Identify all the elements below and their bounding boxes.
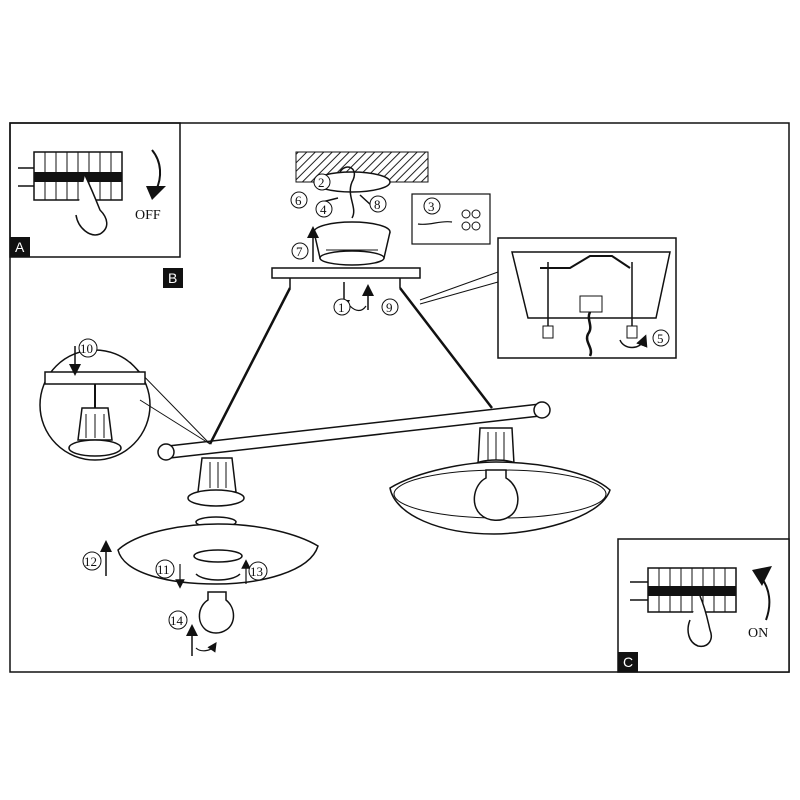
svg-text:4: 4: [320, 202, 327, 217]
svg-text:13: 13: [250, 564, 263, 579]
panel-c-label: C: [623, 654, 633, 670]
step-4: 4: [315, 200, 333, 218]
main-rod: [157, 401, 551, 461]
step-1: 1: [333, 298, 351, 316]
step-14: 14: [168, 610, 188, 630]
step-10: 10: [78, 338, 98, 358]
svg-text:3: 3: [428, 199, 435, 214]
lamp-left-exploded: [100, 457, 319, 656]
hand-icon: [75, 174, 108, 236]
detail-box-connection: [419, 237, 677, 359]
ceiling-mount: [295, 151, 491, 266]
cable-right: [399, 287, 493, 409]
step-7: 7: [291, 242, 309, 260]
panel-b-tag: [163, 268, 183, 288]
panel-a-tag: [10, 237, 30, 257]
off-caption: OFF: [135, 208, 161, 223]
panel-c-switch-on: ON C: [617, 538, 790, 673]
step-11: 11: [155, 559, 175, 579]
step-markers: 1 2 3 4 5 6 7 8 9 10 11 12 13 14: [78, 173, 670, 630]
step-2: 2: [313, 173, 331, 191]
step-13: 13: [248, 561, 268, 581]
detail-circle-socket: [39, 346, 211, 461]
on-caption: ON: [748, 626, 768, 641]
bulb-icon-loose: [198, 591, 235, 634]
panel-a-switch-off: OFF A: [9, 122, 181, 258]
svg-text:8: 8: [374, 197, 381, 212]
step-5: 5: [652, 329, 670, 347]
step-12: 12: [82, 551, 102, 571]
lamp-right: [389, 427, 611, 535]
bulb-icon: [473, 469, 519, 521]
svg-text:6: 6: [295, 193, 302, 208]
panel-b-label: B: [168, 270, 177, 286]
panel-c-tag: [618, 652, 638, 672]
step-8: 8: [369, 195, 387, 213]
outer-frame: [9, 122, 790, 673]
svg-text:10: 10: [80, 341, 93, 356]
svg-text:5: 5: [657, 331, 664, 346]
svg-text:12: 12: [84, 554, 97, 569]
cable-left: [208, 287, 292, 445]
svg-text:9: 9: [386, 300, 393, 315]
svg-text:1: 1: [338, 300, 345, 315]
arrow-down-icon: [151, 149, 162, 191]
panel-a-label: A: [15, 239, 25, 255]
step-9: 9: [381, 298, 399, 316]
svg-text:11: 11: [157, 562, 170, 577]
hand-icon-c: [687, 595, 712, 648]
svg-text:2: 2: [318, 175, 325, 190]
step-3: 3: [423, 197, 441, 215]
svg-text:14: 14: [170, 613, 184, 628]
svg-text:7: 7: [296, 244, 303, 259]
step-6: 6: [290, 191, 308, 209]
